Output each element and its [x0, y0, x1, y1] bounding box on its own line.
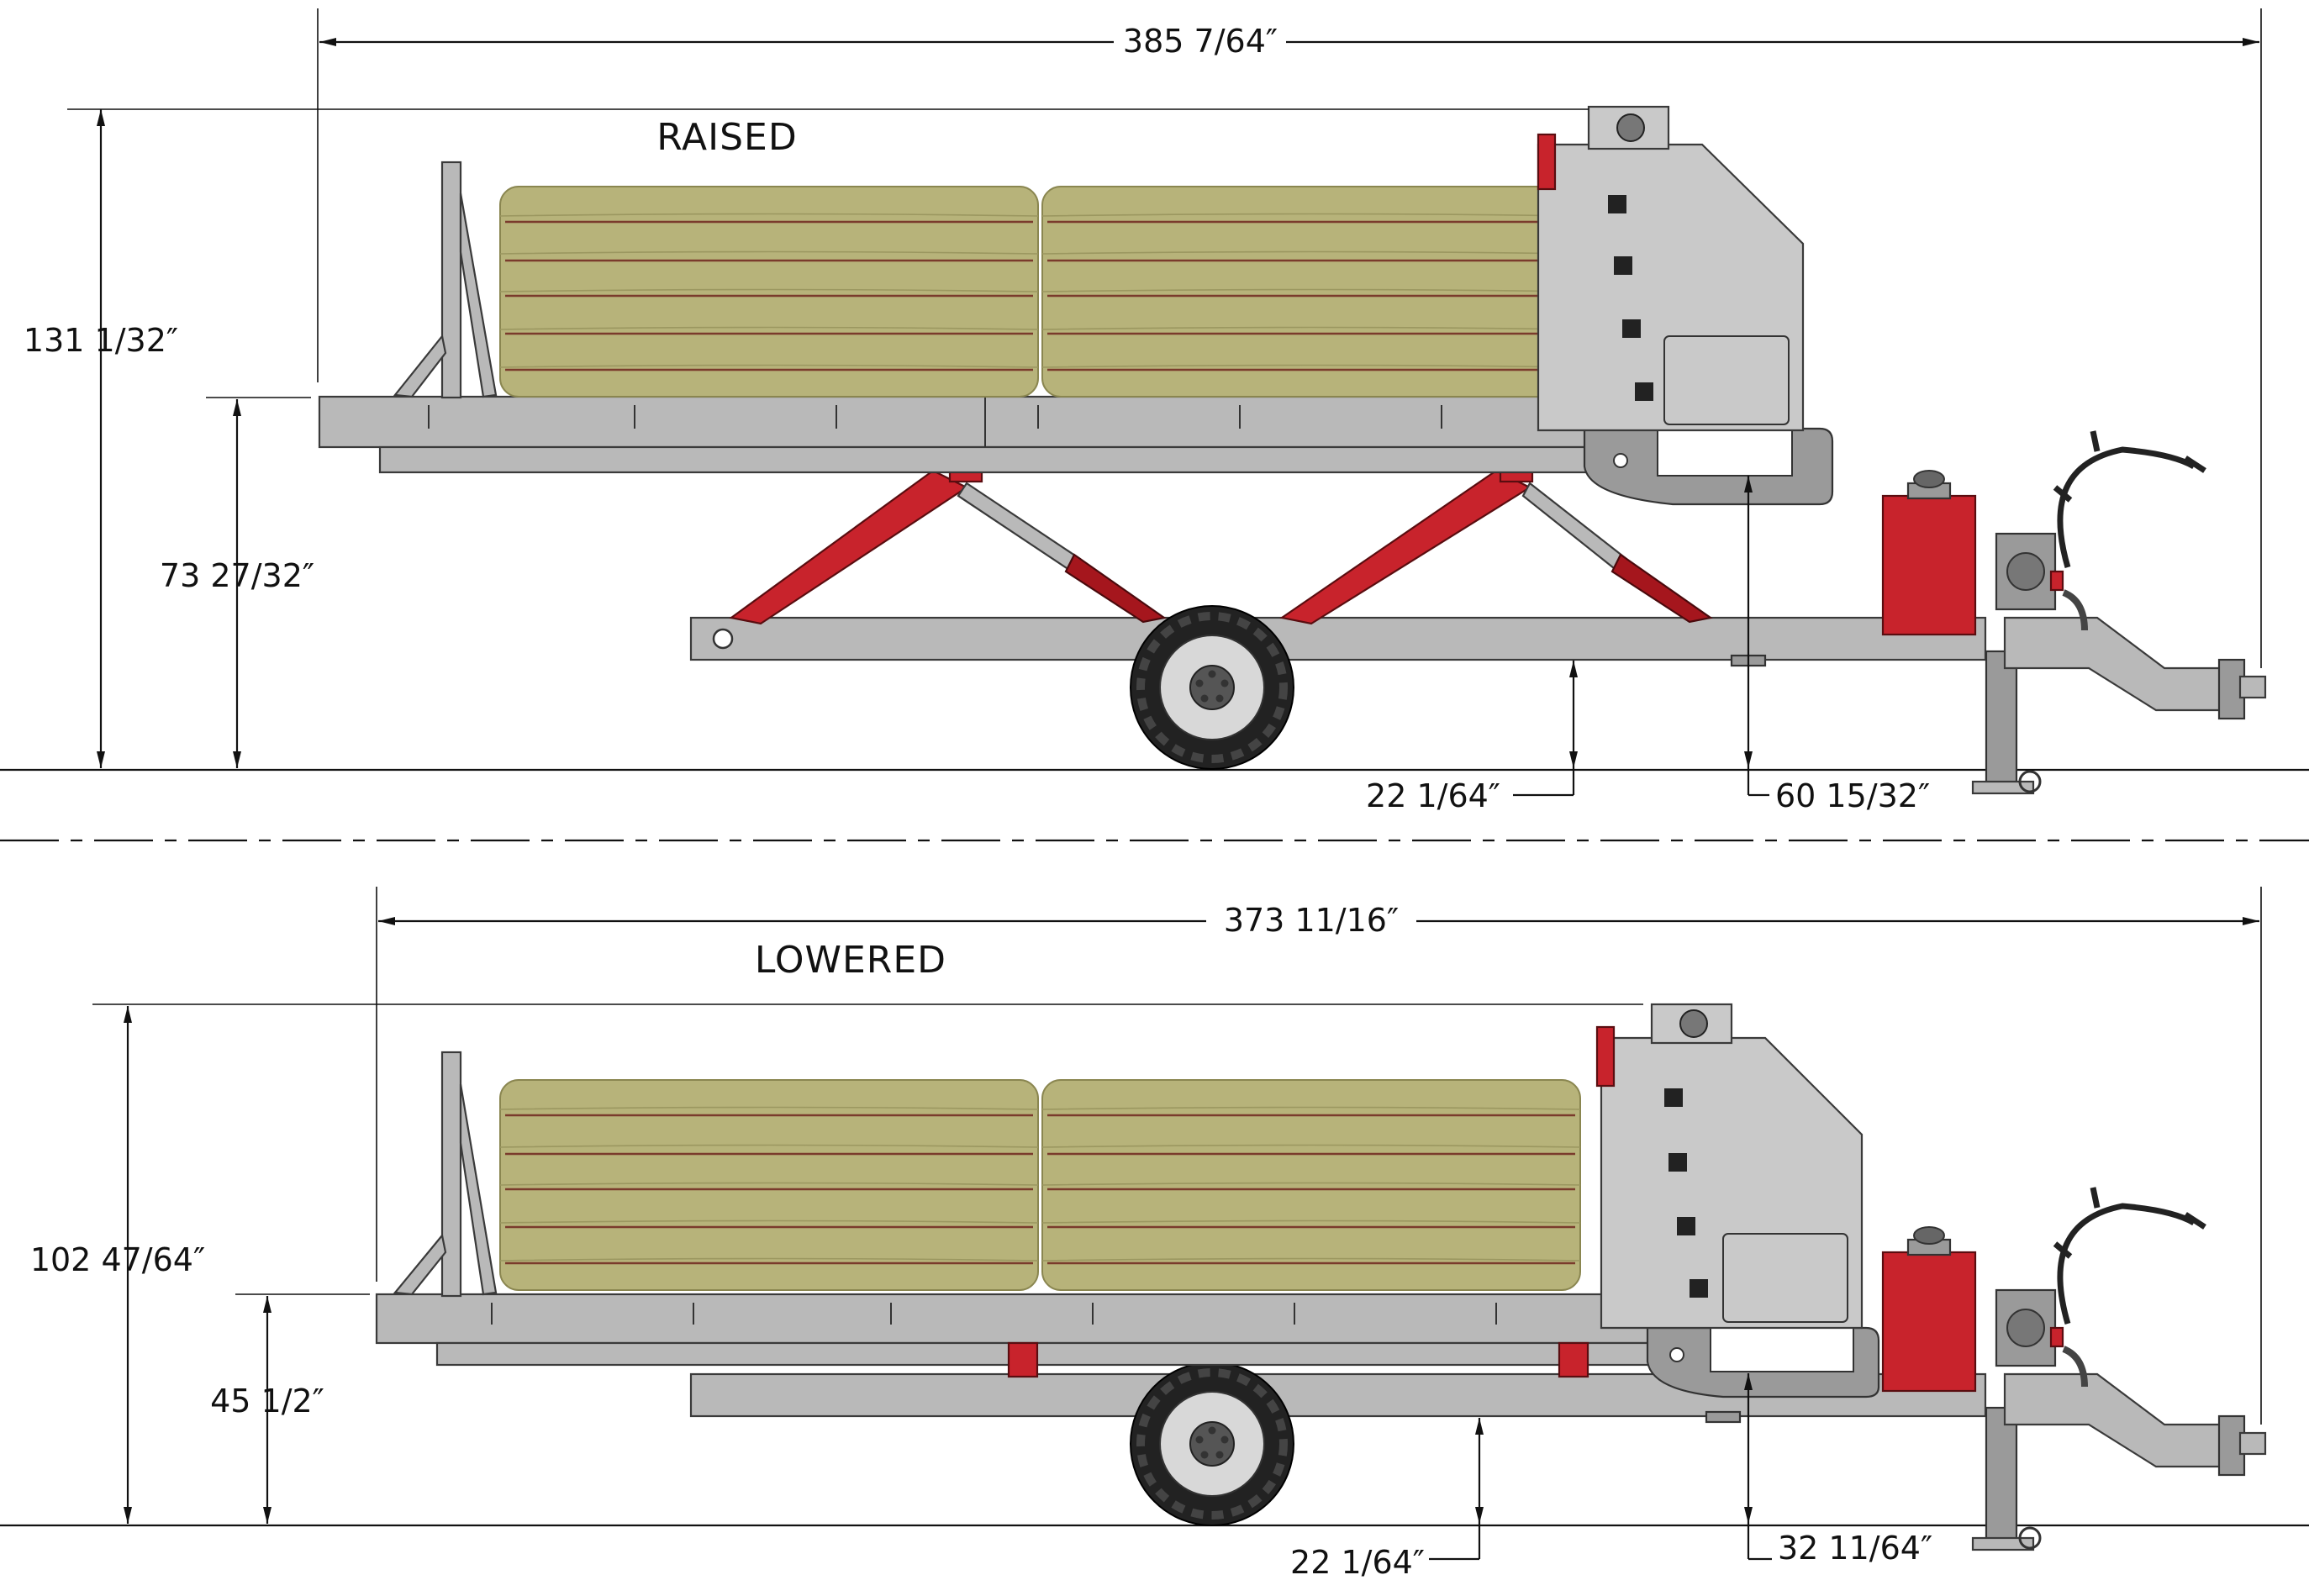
raised-frame-height: 22 1/64″ [1366, 777, 1500, 814]
raised-view-label: RAISED [656, 116, 797, 159]
raised-overall-length: 385 7/64″ [1123, 23, 1278, 60]
lowered-deck [375, 1051, 1880, 1398]
raised-lower-frame [689, 616, 1987, 667]
lowered-loader-housing [1595, 1003, 1864, 1330]
lowered-view-label: LOWERED [755, 939, 946, 982]
lowered-frame-height: 22 1/64″ [1290, 1544, 1425, 1581]
lowered-dimensions: 373 11/16″ LOWERED 102 47/64″ 45 1/2″ 22… [30, 887, 2262, 1581]
lowered-deck-height: 45 1/2″ [210, 1383, 324, 1420]
lowered-view [0, 1003, 2309, 1550]
raised-scissor-lift [729, 446, 1713, 625]
lowered-overall-length: 373 11/16″ [1224, 902, 1399, 939]
raised-deck-height: 73 27/32″ [160, 557, 314, 594]
raised-view [0, 105, 2309, 793]
raised-dimensions: 385 7/64″ RAISED 131 1/32″ 73 27/32″ 22 … [24, 8, 2262, 814]
raised-overall-height: 131 1/32″ [24, 322, 178, 359]
raised-loader-housing [1537, 105, 1805, 432]
lowered-hitch-height: 32 11/64″ [1778, 1530, 1932, 1567]
lowered-overall-height: 102 47/64″ [30, 1241, 205, 1278]
raised-hitch-height: 60 15/32″ [1775, 777, 1930, 814]
